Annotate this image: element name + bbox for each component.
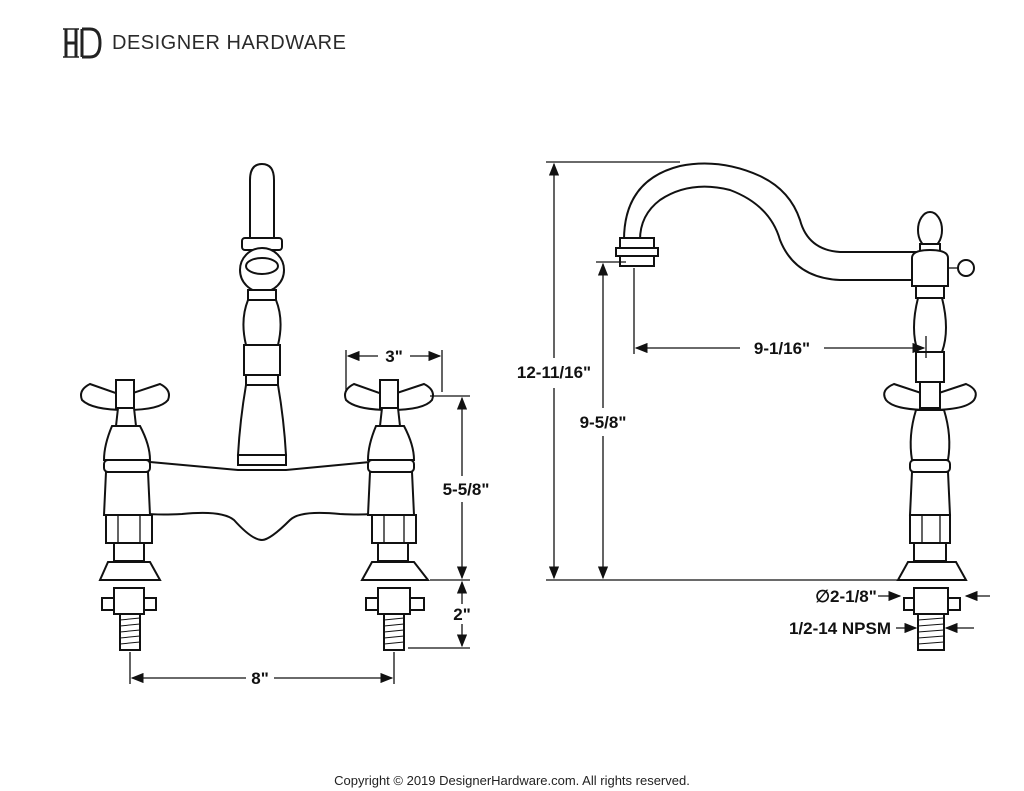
header: DESIGNER HARDWARE xyxy=(62,26,346,60)
dim-handle-spacing: 3" xyxy=(385,347,403,366)
dim-spout-height: 9-5/8" xyxy=(580,413,627,432)
dim-shank-length: 2" xyxy=(453,605,471,624)
front-view: 3" 5-5/8" 2" 8" xyxy=(80,162,490,688)
dim-base-diameter: ∅2-1/8" xyxy=(815,587,877,606)
copyright-footer: Copyright © 2019 DesignerHardware.com. A… xyxy=(334,773,690,788)
brand-name: DESIGNER HARDWARE xyxy=(112,31,347,54)
dim-body-height: 5-5/8" xyxy=(443,480,490,499)
hd-monogram-icon xyxy=(63,27,102,59)
dim-overall-height: 12-11/16" xyxy=(517,363,591,382)
dim-spout-reach: 9-1/16" xyxy=(754,339,810,358)
dim-thread-spec: 1/2-14 NPSM xyxy=(789,619,891,638)
right-handle xyxy=(344,379,434,651)
dim-center-spacing: 8" xyxy=(251,669,269,688)
left-handle xyxy=(80,379,170,651)
side-view: 12-11/16" 9-5/8" 9-1/16" ∅2-1/8" 1/2-14 … xyxy=(517,161,990,651)
